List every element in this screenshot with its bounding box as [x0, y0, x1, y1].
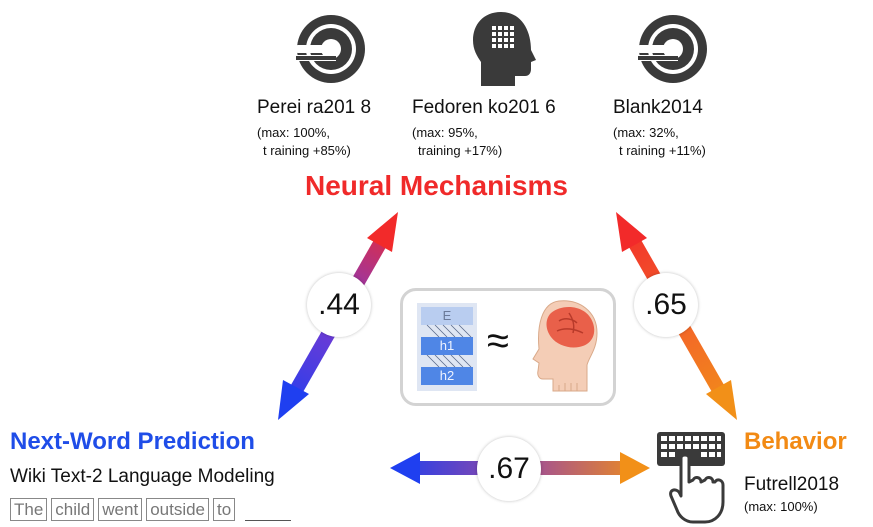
- dataset-name-pereira: Perei ra201 8: [257, 97, 372, 118]
- model-brain-box: E h1 h2 ≈: [400, 288, 616, 406]
- brain-scanner-icon: [634, 15, 707, 83]
- layer-e-label: E: [442, 308, 452, 323]
- layer-h2: h2: [421, 367, 473, 385]
- behavior-dataset: Futrell2018: [744, 474, 840, 495]
- dataset-training-fedorenko: training +17%): [418, 143, 503, 158]
- token: to: [213, 498, 236, 521]
- behavior-meta: (max: 100%): [744, 499, 818, 514]
- dataset-training-blank: t raining +11%): [619, 143, 706, 158]
- next-word-title: Next-Word Prediction: [10, 428, 255, 455]
- dataset-meta-fedorenko: (max: 95%, training +17%): [412, 124, 502, 160]
- correlation-bottom: .67: [477, 437, 541, 501]
- dataset-meta-pereira: (max: 100%, t raining +85%): [257, 124, 351, 160]
- approx-symbol: ≈: [487, 319, 509, 363]
- token: outside: [146, 498, 210, 521]
- layer-h2-label: h2: [439, 368, 455, 383]
- next-word-subtitle: Wiki Text-2 Language Modeling: [10, 466, 275, 487]
- token-sequence: The child went outside to: [10, 498, 292, 521]
- blank-slot: [245, 502, 292, 521]
- token: The: [10, 498, 48, 521]
- dataset-training-pereira: t raining +85%): [263, 143, 351, 158]
- model-stack: E h1 h2: [417, 303, 477, 391]
- dataset-max-fedorenko: (max: 95%,: [412, 125, 478, 140]
- layer-h1-label: h1: [439, 338, 455, 353]
- behavior-title: Behavior: [744, 428, 847, 455]
- layer-h1: h1: [421, 337, 473, 355]
- dataset-meta-blank: (max: 32%, t raining +11%): [613, 124, 706, 160]
- correlation-left: .44: [307, 273, 371, 337]
- brain-head-icon: [532, 300, 598, 392]
- token: child: [51, 498, 95, 521]
- correlation-right: .65: [634, 273, 698, 337]
- layer-connections: [426, 324, 472, 368]
- head-electrode-icon: [473, 12, 536, 86]
- dataset-max-blank: (max: 32%,: [613, 125, 679, 140]
- keyboard-typing-icon: [657, 432, 725, 524]
- dataset-name-fedorenko: Fedoren ko201 6: [412, 97, 556, 118]
- token: went: [98, 498, 143, 521]
- dataset-name-blank: Blank2014: [613, 97, 703, 118]
- layer-e: E: [421, 307, 473, 325]
- brain-scanner-icon: [292, 15, 365, 83]
- neural-mechanisms-title: Neural Mechanisms: [305, 170, 568, 201]
- dataset-max-pereira: (max: 100%,: [257, 125, 330, 140]
